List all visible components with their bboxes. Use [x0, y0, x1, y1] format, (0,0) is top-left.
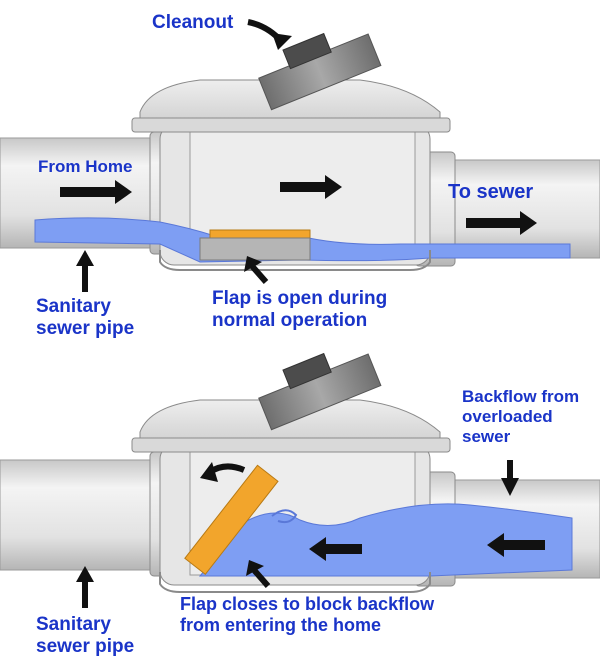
valve-dome-2: [139, 399, 441, 447]
cleanout-cap-2: [258, 352, 382, 431]
label-backflow-3: sewer: [462, 427, 511, 446]
label-flap-open-2: normal operation: [212, 310, 367, 331]
flap-open: [209, 229, 311, 239]
label-sanitary-top-2: sewer pipe: [36, 318, 134, 339]
sanitary-top-pointer-head: [76, 250, 94, 266]
label-from-home: From Home: [38, 157, 132, 176]
flap-open-pointer: [249, 264, 269, 284]
label-sanitary-bottom-1: Sanitary: [36, 614, 111, 635]
label-flap-close-1: Flap closes to block backflow: [180, 594, 435, 614]
label-backflow-1: Backflow from: [462, 387, 579, 406]
flap-close-pointer: [251, 568, 271, 588]
label-backflow-2: overloaded: [462, 407, 553, 426]
flow-arrow-to-sewer: [466, 211, 537, 235]
valve-flange: [131, 117, 451, 133]
label-sanitary-bottom-2: sewer pipe: [36, 636, 134, 657]
cleanout-pointer-head: [272, 33, 292, 50]
flap-closed: [184, 464, 279, 576]
sanitary-bottom-pointer-head: [76, 566, 94, 582]
valve-bottom-2: [159, 572, 431, 593]
valve-normal-operation: [0, 19, 600, 292]
water-backflow: [198, 503, 573, 577]
label-flap-open-1: Flap is open during: [212, 288, 387, 309]
flow-arrow-through-valve: [280, 175, 342, 199]
flap-swing-arrow-head: [200, 462, 218, 482]
flap-close-pointer-head: [246, 560, 264, 576]
valve-dome: [139, 79, 441, 127]
valve-bottom: [159, 250, 431, 271]
inlet-pipe-2: [0, 459, 161, 571]
flap-base: [199, 237, 311, 261]
label-cleanout: Cleanout: [152, 12, 234, 33]
backflow-pointer-head: [501, 478, 519, 496]
backflow-arrow-1: [487, 533, 545, 557]
flow-arrow-from-home: [60, 180, 132, 204]
flap-open-pointer-head: [244, 256, 262, 272]
backflow-arrow-2: [309, 537, 362, 561]
label-flap-close-2: from entering the home: [180, 615, 381, 635]
water-wave-curl: [271, 509, 298, 524]
valve-backflow: [0, 352, 600, 608]
valve-flange-2: [131, 437, 451, 453]
label-to-sewer: To sewer: [448, 181, 533, 203]
label-sanitary-top-1: Sanitary: [36, 296, 111, 317]
cleanout-cap: [258, 32, 382, 111]
